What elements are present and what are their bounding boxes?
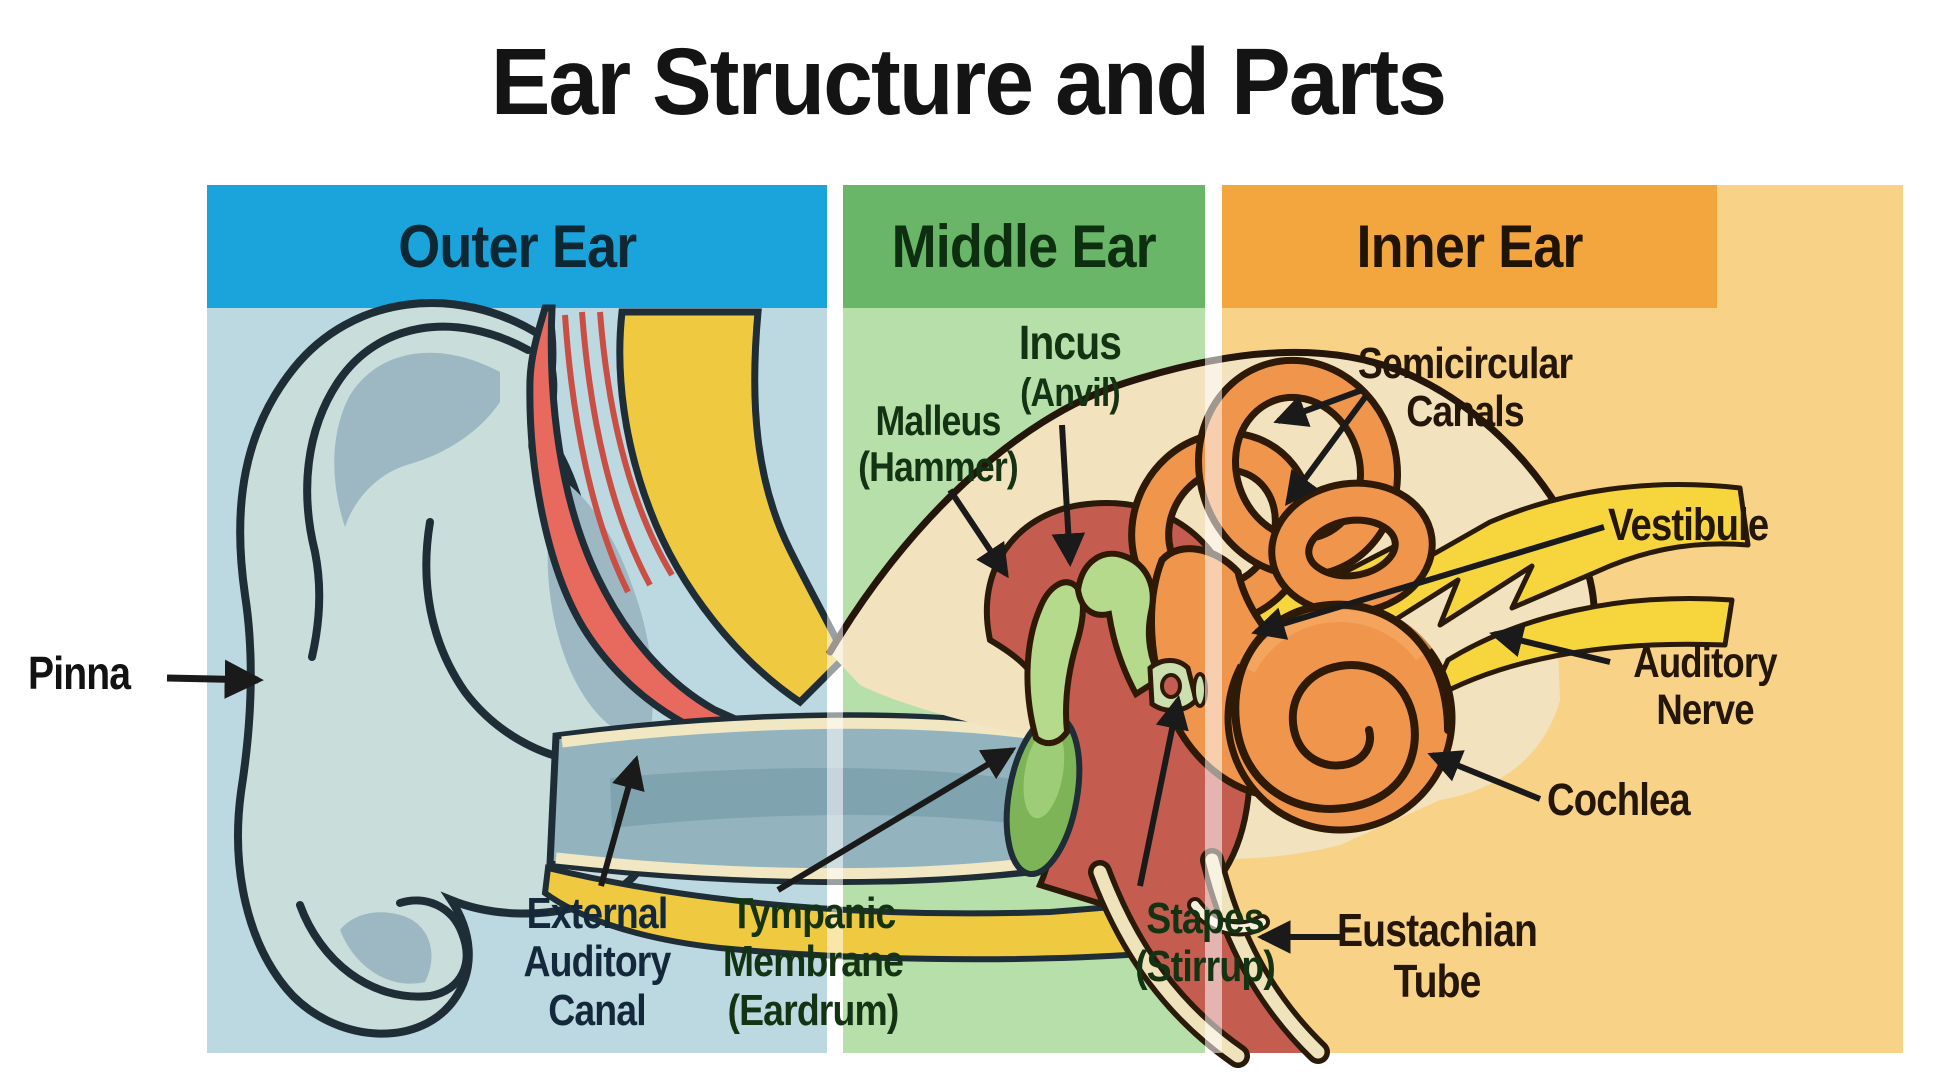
pinna-label: Pinna	[28, 647, 131, 699]
cochlea-label: Cochlea	[1547, 774, 1691, 825]
semicircular-canals-arrow-1	[1273, 387, 1364, 427]
malleus-label: Malleus (Hammer)	[858, 397, 1019, 491]
cochlea-shape	[1224, 600, 1456, 834]
temporal-bone-yellow-shape	[541, 308, 1240, 963]
outer-ear-header-label: Outer Ear	[398, 213, 637, 280]
inner-ear-header-label: Inner Ear	[1356, 213, 1583, 280]
outer-ear-header: Outer Ear	[207, 185, 827, 308]
eardrum-shape	[1003, 712, 1083, 878]
incus-shape	[1074, 550, 1166, 699]
eustachian-tube-label: Eustachian Tube	[1336, 904, 1538, 1007]
middle-ear-header-label: Middle Ear	[891, 213, 1157, 280]
vestibule-label: Vestibule	[1608, 499, 1769, 550]
tympanic-membrane-label: Tympanic Membrane (Eardrum)	[722, 889, 904, 1035]
external-auditory-canal-label: External Auditory Canal	[523, 889, 672, 1035]
page-title: Ear Structure and Parts	[490, 29, 1446, 135]
stapes-arrow	[1137, 695, 1189, 887]
auditory-nerve-arrow	[1489, 624, 1611, 665]
incus-arrow	[1051, 424, 1086, 568]
tympanic-membrane-arrow	[776, 747, 1017, 893]
muscle-shape	[526, 304, 768, 748]
pinna-arrow	[166, 659, 264, 699]
panel-gap-overlays	[827, 185, 1222, 1053]
ear-canal-shape	[546, 712, 1050, 885]
external-auditory-canal-arrow	[598, 755, 645, 887]
vestibule-arrow	[1251, 524, 1605, 640]
auditory-nerve-label: Auditory Nerve	[1633, 639, 1777, 735]
semicircular-canals-label: Semicircular Canals	[1357, 339, 1573, 437]
semicircular-canals-arrow-2	[1285, 394, 1369, 507]
malleus-arrow	[947, 488, 1009, 579]
middle-ear-header: Middle Ear	[843, 185, 1205, 308]
cochlea-arrow	[1427, 750, 1542, 802]
annotation-arrows	[166, 387, 1611, 954]
inner-ear-header: Inner Ear	[1222, 185, 1717, 308]
stapes-label: Stapes (Stirrup)	[1135, 894, 1276, 992]
incus-label: Incus (Anvil)	[1018, 317, 1122, 415]
